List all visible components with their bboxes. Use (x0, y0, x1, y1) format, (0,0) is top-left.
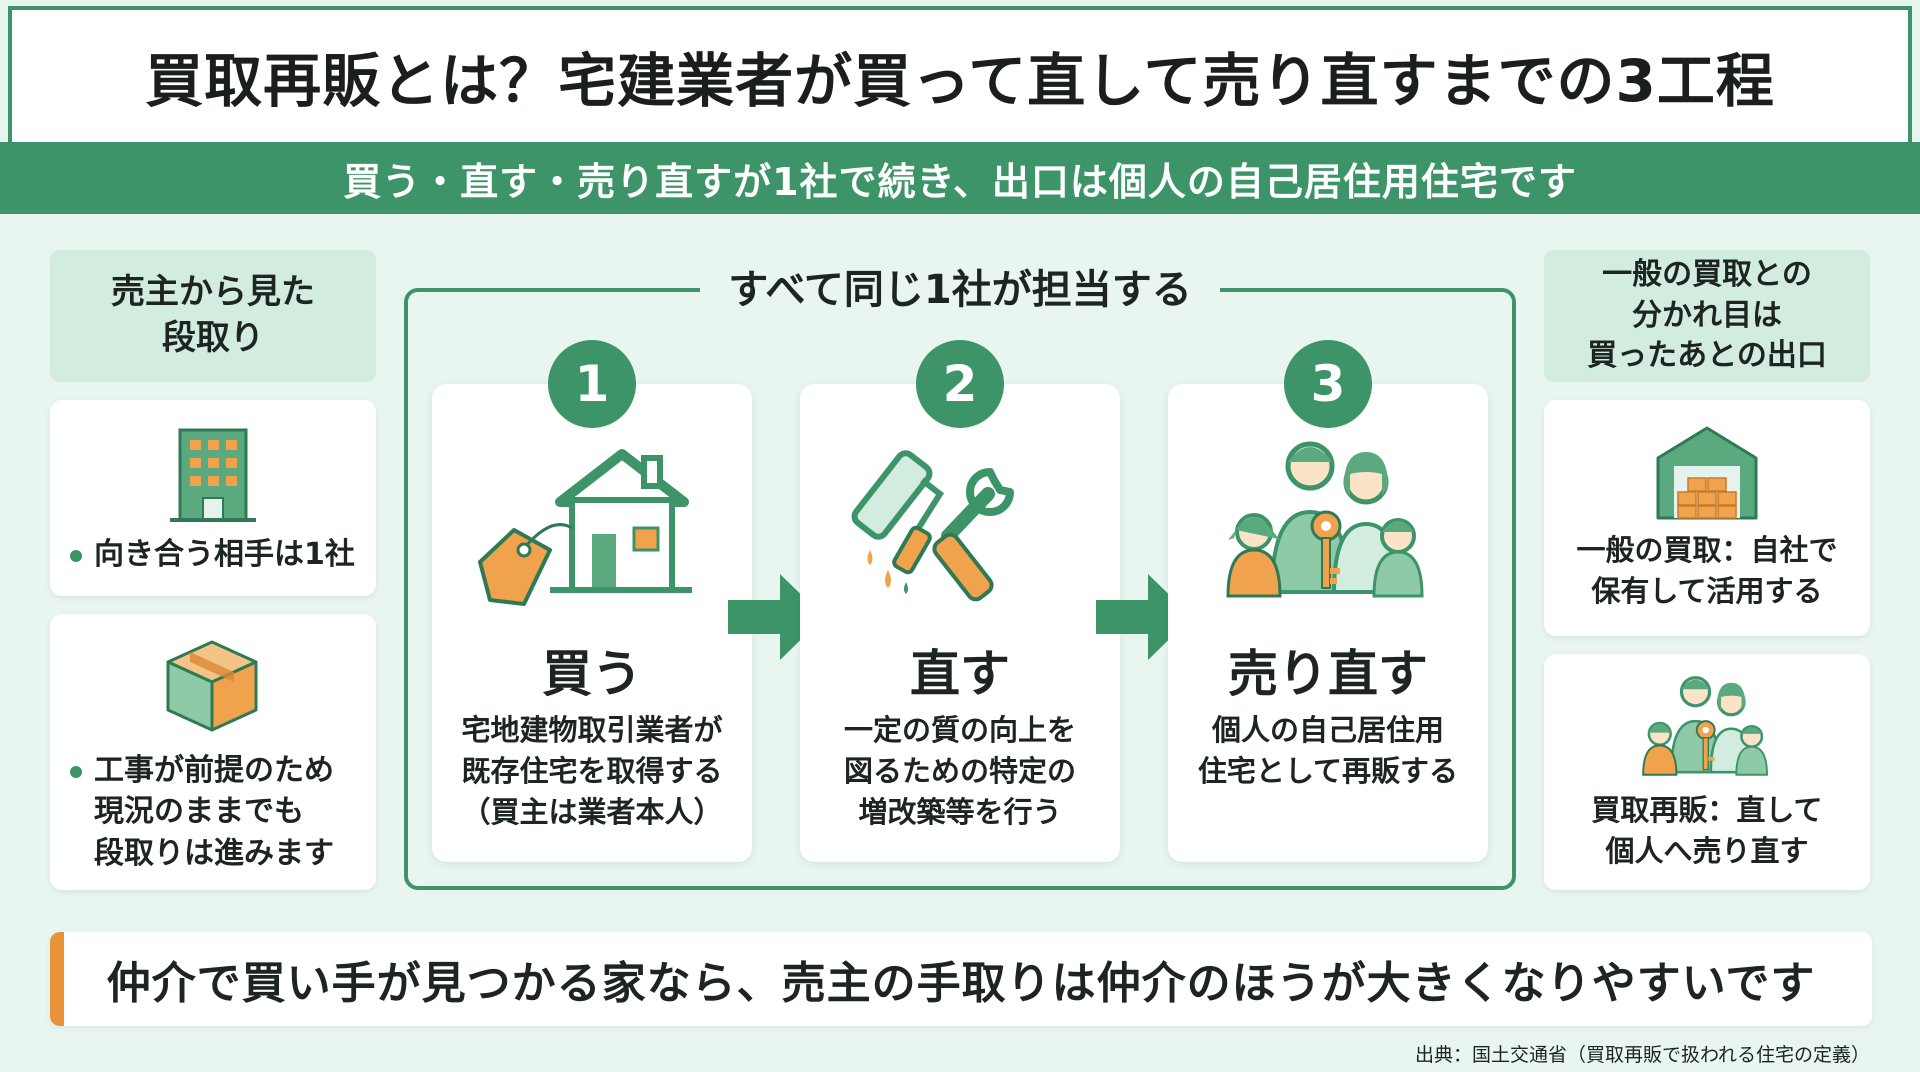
step-number-1: 1 (548, 340, 636, 428)
left-column-header-text: 売主から見た 段取り (111, 272, 315, 358)
right-card-one-text: 一般の買取：自社で 保有して活用する (1576, 533, 1838, 608)
family-with-key-icon (1642, 676, 1768, 776)
accent-stripe (50, 932, 64, 1026)
key-message: 仲介で買い手が見つかる家なら、売主の手取りは仲介のほうが大きくなりやすいです (106, 958, 1816, 1009)
bullet-dot (70, 550, 82, 562)
subtitle-bar: 買う・直す・売り直すが1社で続き、出口は個人の自己居住用住宅です (0, 142, 1920, 214)
right-column-header-text: 一般の買取との 分かれ目は 買ったあとの出口 (1587, 257, 1827, 374)
left-card-as-is: 工事が前提のため 現況のままでも 段取りは進みます (50, 614, 376, 890)
right-column-header: 一般の買取との 分かれ目は 買ったあとの出口 (1544, 250, 1870, 382)
left-card-two-text: 工事が前提のため 現況のままでも 段取りは進みます (94, 753, 334, 871)
key-message-bar: 仲介で買い手が見つかる家なら、売主の手取りは仲介のほうが大きくなりやすいです (50, 932, 1872, 1026)
right-card-resale: 買取再販：直して 個人へ売り直す (1544, 654, 1870, 890)
step-title: 売り直す (1228, 645, 1428, 703)
step-number-2: 2 (916, 340, 1004, 428)
source-note: 出典：国土交通省（買取再販で扱われる住宅の定義） (1414, 1044, 1870, 1066)
right-card-general-purchase: 一般の買取：自社で 保有して活用する (1544, 400, 1870, 636)
subtitle: 買う・直す・売り直すが1社で続き、出口は個人の自己居住用住宅です (343, 159, 1577, 204)
page-title: 買取再販とは？宅建業者が買って直して売り直すまでの3工程 (145, 47, 1775, 115)
step-card-resell: 売り直す 個人の自己居住用 住宅として再販する (1168, 384, 1488, 862)
step-description: 一定の質の向上を 図るための特定の 増改築等を行う (843, 713, 1076, 830)
house-with-price-tag-icon (478, 449, 692, 606)
title-box: 買取再販とは？宅建業者が買って直して売り直すまでの3工程 (8, 6, 1912, 142)
family-with-key-icon (1226, 441, 1424, 598)
warehouse-icon (1656, 426, 1758, 520)
step-number-3: 3 (1284, 340, 1372, 428)
bullet-dot (70, 766, 82, 778)
right-card-two-text: 買取再販：直して 個人へ売り直す (1591, 793, 1823, 868)
step-card-buy: 買う 宅地建物取引業者が 既存住宅を取得する （買主は業者本人） (432, 384, 752, 862)
left-card-one-text: 向き合う相手は1社 (94, 537, 355, 572)
left-column-header: 売主から見た 段取り (50, 250, 376, 382)
left-card-one-company: 向き合う相手は1社 (50, 400, 376, 596)
step-title: 直す (910, 645, 1010, 703)
group-label: すべて同じ1社が担当する (700, 258, 1220, 314)
paint-roller-and-wrench-icon (851, 450, 1014, 602)
package-box-icon (166, 640, 258, 732)
step-card-renovate: 直す 一定の質の向上を 図るための特定の 増改築等を行う (800, 384, 1120, 862)
office-building-icon (170, 428, 256, 522)
step-description: 個人の自己居住用 住宅として再販する (1197, 713, 1459, 789)
step-description: 宅地建物取引業者が 既存住宅を取得する （買主は業者本人） (461, 713, 723, 830)
step-title: 買う (542, 645, 642, 703)
